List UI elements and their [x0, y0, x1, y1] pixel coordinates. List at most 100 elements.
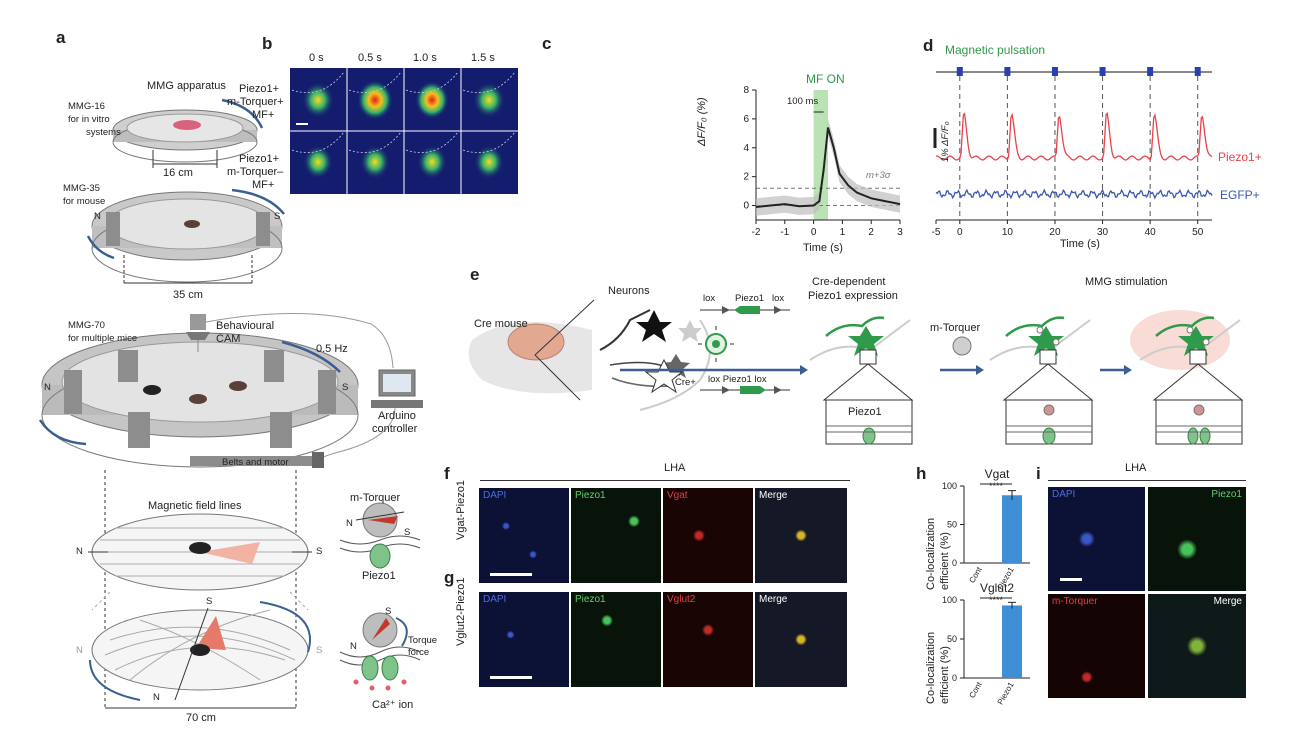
- mmg70-n: N: [44, 382, 51, 393]
- mmg-apparatus-label: MMG apparatus: [147, 80, 226, 92]
- d-xlabel: Time (s): [1060, 238, 1100, 250]
- c-sigma: m+3σ: [866, 170, 891, 181]
- h-ytick-label: 0: [952, 673, 957, 683]
- d-series-egfp: [935, 188, 1213, 200]
- h-ytick-label: 100: [942, 481, 957, 491]
- cam-label-1: Behavioural: [216, 320, 275, 332]
- panel-label-b: b: [262, 34, 273, 53]
- g-scale-bar: [490, 676, 532, 679]
- c-mean-line: [755, 127, 901, 208]
- e-m-torquer: m-Torquer: [930, 322, 981, 334]
- d-xtick-label: 0: [957, 227, 963, 238]
- d-title: Magnetic pulsation: [945, 43, 1046, 57]
- freq-label: 0.5 Hz: [316, 343, 348, 355]
- g-merge: Merge: [755, 592, 847, 687]
- e-mmg-stim: MMG stimulation: [1085, 276, 1168, 288]
- mmg70-s: S: [342, 382, 349, 393]
- arduino-label-1: Arduino: [378, 410, 416, 422]
- d-series1-label: Piezo1+: [1218, 150, 1262, 164]
- d-series2-label: EGFP+: [1220, 188, 1260, 202]
- b-row2-l2: m-Torquer–: [227, 166, 284, 178]
- i-region: LHA: [1125, 462, 1147, 474]
- torque-label-2: force: [408, 647, 430, 658]
- f-vgat: Vgat: [663, 488, 753, 583]
- h-bar-1-1: [1002, 605, 1022, 678]
- d-xtick-label: 30: [1097, 227, 1109, 238]
- b-time-1: 0.5 s: [358, 52, 382, 64]
- c-xtick-label: 2: [868, 227, 874, 238]
- e-lox-2: lox: [772, 293, 785, 304]
- d-series-piezo1: [935, 112, 1213, 161]
- e-cre-mouse: Cre mouse: [474, 318, 528, 330]
- torq-n1: N: [346, 518, 353, 529]
- panel-label-g: g: [444, 568, 455, 587]
- field-n3: N: [153, 692, 160, 703]
- m-torquer-label: m-Torquer: [350, 492, 401, 504]
- field-s1: S: [316, 546, 323, 557]
- panel-label-h: h: [916, 464, 927, 483]
- b-time-2: 1.0 s: [413, 52, 437, 64]
- f-merge: Merge: [755, 488, 847, 583]
- h-ylabel-2b: efficient (%): [939, 646, 951, 704]
- d-pulse-marker: [1194, 67, 1201, 76]
- mmg35-n: N: [94, 211, 101, 222]
- i-merge: Merge: [1148, 594, 1246, 698]
- c-mf-band: [813, 90, 828, 220]
- d-xtick-label: -5: [932, 227, 941, 238]
- d-pulse-marker: [1099, 67, 1106, 76]
- b-row2-l1: Piezo1+: [239, 153, 280, 165]
- i-scale-bar: [1060, 578, 1082, 581]
- c-ytick-label: 6: [743, 114, 749, 125]
- h-title-0: Vgat: [985, 467, 1010, 481]
- i-m-torquer: m-Torquer: [1048, 594, 1145, 698]
- panel-label-c: c: [542, 34, 552, 53]
- b-time-3: 1.5 s: [471, 52, 495, 64]
- panel-label-a: a: [56, 28, 66, 47]
- torque-label-1: Torque: [408, 635, 438, 646]
- c-ytick-label: 4: [743, 143, 749, 154]
- e-lox-piezo: lox Piezo1 lox: [708, 374, 767, 385]
- h-bar-0-1: [1002, 495, 1022, 563]
- c-xtick-label: 3: [897, 227, 903, 238]
- b-time-0: 0 s: [309, 52, 324, 64]
- c-ytick-label: 8: [743, 85, 749, 96]
- h-ytick-label: 50: [947, 520, 957, 530]
- d-xtick-label: 50: [1192, 227, 1204, 238]
- d-pulse-marker: [1051, 67, 1058, 76]
- e-cre-plus: Cre+: [675, 377, 696, 388]
- i-piezo1: Piezo1: [1148, 487, 1246, 591]
- c-xtick-label: -2: [752, 227, 761, 238]
- panel-label-e: e: [470, 265, 480, 284]
- cam-label-2: CAM: [216, 333, 241, 345]
- i-dapi: DAPI: [1048, 487, 1145, 591]
- c-xtick-label: 1: [840, 227, 846, 238]
- field-n1: N: [76, 546, 83, 557]
- b-row2-l3: MF+: [252, 179, 275, 191]
- mmg35-s: S: [274, 211, 281, 222]
- field-lines-label: Magnetic field lines: [148, 500, 242, 512]
- b-row1-l1: Piezo1+: [239, 83, 280, 95]
- field-n2: N: [76, 645, 83, 656]
- h-ylabel-1b: efficient (%): [939, 532, 951, 590]
- b-row1-l2: m-Torquer+: [227, 96, 284, 108]
- mmg35-size: 35 cm: [173, 289, 203, 301]
- c-100ms: 100 ms: [787, 96, 819, 107]
- d-xtick-label: 40: [1145, 227, 1157, 238]
- f-scale-bar: [490, 573, 532, 576]
- h-ytick-label: 50: [947, 634, 957, 644]
- e-piezo1-box: Piezo1: [848, 406, 882, 418]
- c-sem-band: [756, 118, 900, 216]
- mmg16-size: 16 cm: [163, 167, 193, 179]
- h-ylabel-2a: Co-localization: [925, 631, 937, 704]
- mmg35-label-2: for mouse: [63, 196, 106, 207]
- b-row1-l3: MF+: [252, 109, 275, 121]
- e-cre-dep-2: Piezo1 expression: [808, 290, 898, 302]
